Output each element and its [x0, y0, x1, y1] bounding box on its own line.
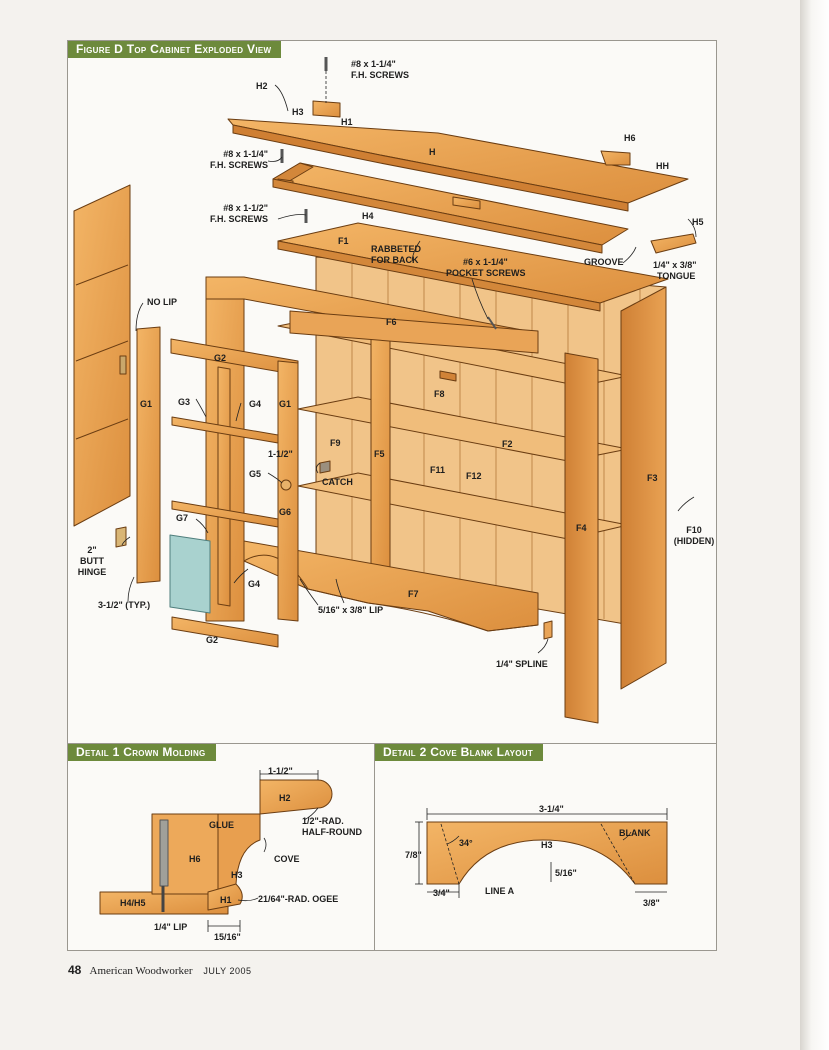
- tongue-h5: [650, 233, 697, 254]
- svg-text:G6: G6: [279, 507, 291, 517]
- svg-text:H1: H1: [341, 117, 353, 127]
- svg-text:H4/H5: H4/H5: [120, 898, 146, 908]
- part-h2: [259, 779, 333, 815]
- blank-profile: [426, 821, 668, 885]
- svg-text:34°: 34°: [459, 838, 473, 848]
- svg-text:3-1/2" (TYP.): 3-1/2" (TYP.): [98, 600, 150, 610]
- issue-date: JULY 2005: [203, 966, 252, 976]
- svg-text:H6: H6: [624, 133, 636, 143]
- svg-text:5/16": 5/16": [555, 868, 577, 878]
- detail-2-panel: Detail 2 Cove Blank Layout 3-1/4" BLANK …: [374, 743, 717, 951]
- side-panel-f3: [620, 286, 667, 690]
- svg-text:G5: G5: [249, 469, 261, 479]
- svg-text:F12: F12: [466, 471, 482, 481]
- svg-text:NO LIP: NO LIP: [147, 297, 177, 307]
- hinge-left: [115, 526, 127, 548]
- svg-text:GROOVE: GROOVE: [584, 257, 624, 267]
- partition-f5: [370, 318, 391, 572]
- svg-text:1/4" LIP: 1/4" LIP: [154, 922, 187, 932]
- svg-text:G1: G1: [279, 399, 291, 409]
- svg-text:F10(HIDDEN): F10(HIDDEN): [674, 525, 715, 546]
- detail-1-title: Detail 1 Crown Molding: [68, 744, 216, 761]
- svg-text:G4: G4: [248, 579, 260, 589]
- svg-text:H3: H3: [292, 107, 304, 117]
- svg-text:G2: G2: [214, 353, 226, 363]
- svg-text:G2: G2: [206, 635, 218, 645]
- cove-blank-diagram: 3-1/4" BLANK 34° 7/8" H3 5/16" 3/4" LINE…: [405, 804, 668, 908]
- svg-text:5/16" x 3/8" LIP: 5/16" x 3/8" LIP: [318, 605, 383, 615]
- svg-text:BLANK: BLANK: [619, 828, 651, 838]
- svg-text:1-1/2": 1-1/2": [268, 766, 293, 776]
- svg-text:1/4" x 3/8"TONGUE: 1/4" x 3/8"TONGUE: [653, 260, 697, 281]
- svg-text:1/4" SPLINE: 1/4" SPLINE: [496, 659, 548, 669]
- svg-text:H1: H1: [220, 895, 232, 905]
- svg-text:F8: F8: [434, 389, 445, 399]
- svg-text:LINE A: LINE A: [485, 886, 515, 896]
- detail-2-title: Detail 2 Cove Blank Layout: [375, 744, 544, 761]
- svg-text:H5: H5: [692, 217, 704, 227]
- page-edge: [800, 0, 829, 1050]
- svg-text:H: H: [429, 147, 436, 157]
- svg-text:3/4": 3/4": [433, 888, 450, 898]
- svg-text:F6: F6: [386, 317, 397, 327]
- svg-text:#6 x 1-1/4"POCKET SCREWS: #6 x 1-1/4"POCKET SCREWS: [446, 257, 526, 278]
- svg-text:F4: F4: [576, 523, 587, 533]
- svg-text:G7: G7: [176, 513, 188, 523]
- svg-text:G4: G4: [249, 399, 261, 409]
- svg-text:H4: H4: [362, 211, 374, 221]
- svg-text:F3: F3: [647, 473, 658, 483]
- frame-h4: [272, 162, 629, 254]
- page-number: 48: [68, 963, 82, 977]
- svg-text:CATCH: CATCH: [322, 477, 353, 487]
- svg-text:21/64"-RAD. OGEE: 21/64"-RAD. OGEE: [258, 894, 338, 904]
- svg-text:F5: F5: [374, 449, 385, 459]
- svg-text:3/8": 3/8": [643, 898, 660, 908]
- svg-text:G3: G3: [178, 397, 190, 407]
- detail-1-panel: Detail 1 Crown Molding 1-1/2" H2 GLUE 1/…: [67, 743, 375, 951]
- svg-text:1-1/2": 1-1/2": [268, 449, 293, 459]
- door-assembly: [169, 338, 331, 648]
- svg-text:H3: H3: [231, 870, 243, 880]
- svg-text:7/8": 7/8": [405, 850, 422, 860]
- stile-f4: [564, 352, 599, 724]
- crown-molding-h: [227, 100, 689, 212]
- svg-text:F11: F11: [430, 465, 445, 475]
- svg-text:H6: H6: [189, 854, 201, 864]
- side-panel-left: [73, 184, 131, 527]
- svg-text:H2: H2: [256, 81, 268, 91]
- svg-text:COVE: COVE: [274, 854, 300, 864]
- exploded-view-diagram: #8 x 1-1/4"F.H. SCREWS H2 H3 H1 H H6 HH …: [73, 57, 715, 724]
- block-h6: [600, 150, 631, 166]
- page-footer: 48 American Woodworker JULY 2005: [68, 963, 252, 977]
- glass-pane: [169, 534, 211, 614]
- figure-d-title: Figure D Top Cabinet Exploded View: [68, 41, 282, 58]
- svg-text:F7: F7: [408, 589, 419, 599]
- svg-text:1/2"-RAD.HALF-ROUND: 1/2"-RAD.HALF-ROUND: [302, 816, 362, 837]
- svg-text:F2: F2: [502, 439, 513, 449]
- svg-text:F1: F1: [338, 236, 349, 246]
- svg-text:H2: H2: [279, 793, 291, 803]
- svg-text:F9: F9: [330, 438, 341, 448]
- magazine-name: American Woodworker: [89, 965, 193, 977]
- svg-text:3-1/4": 3-1/4": [539, 804, 564, 814]
- svg-text:H3: H3: [541, 840, 553, 850]
- svg-text:#8 x 1-1/2"F.H. SCREWS: #8 x 1-1/2"F.H. SCREWS: [210, 203, 268, 224]
- svg-text:15/16": 15/16": [214, 932, 241, 942]
- svg-text:#8 x 1-1/4"F.H. SCREWS: #8 x 1-1/4"F.H. SCREWS: [351, 59, 409, 80]
- crown-molding-diagram: 1-1/2" H2 GLUE 1/2"-RAD.HALF-ROUND H6 CO…: [99, 766, 362, 942]
- rail-f6: [289, 310, 539, 354]
- svg-text:G1: G1: [140, 399, 152, 409]
- svg-text:#8 x 1-1/4"F.H. SCREWS: #8 x 1-1/4"F.H. SCREWS: [210, 149, 268, 170]
- part-h1: [207, 883, 243, 911]
- svg-text:GLUE: GLUE: [209, 820, 234, 830]
- figure-d-panel: Figure D Top Cabinet Exploded View: [67, 40, 717, 744]
- door-stile-g1-left: [136, 326, 161, 584]
- svg-text:HH: HH: [656, 161, 669, 171]
